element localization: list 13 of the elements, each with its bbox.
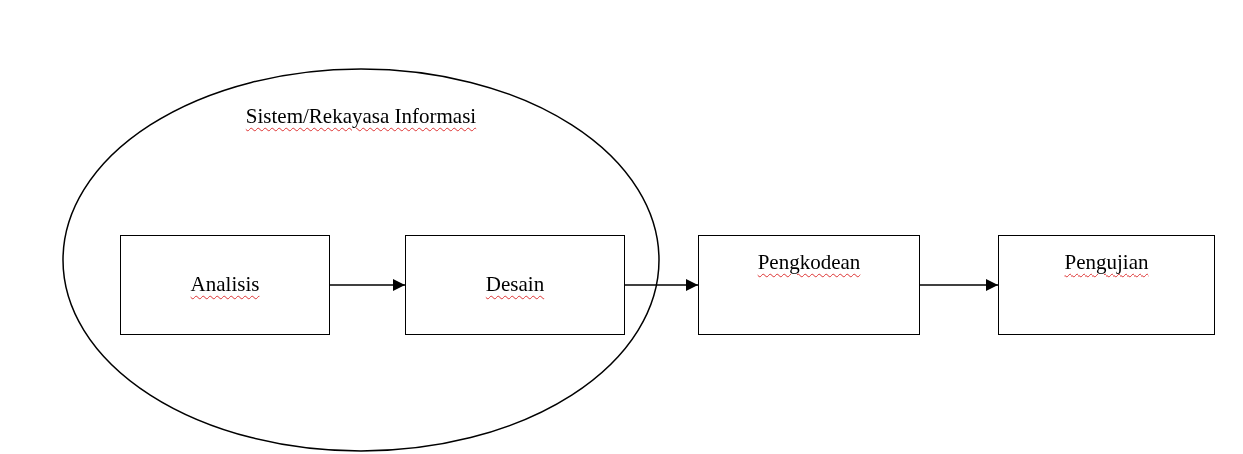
arrow bbox=[919, 279, 999, 291]
process-box bbox=[998, 235, 1215, 335]
arrow bbox=[624, 279, 699, 291]
group-title: Sistem/Rekayasa Informasi bbox=[245, 104, 477, 129]
process-box bbox=[120, 235, 330, 335]
arrow bbox=[329, 279, 406, 291]
ellipse-group bbox=[62, 68, 660, 452]
box-label: Pengujian bbox=[1064, 250, 1149, 275]
box-label: Pengkodean bbox=[757, 250, 861, 275]
box-label: Desain bbox=[485, 272, 545, 297]
process-box bbox=[405, 235, 625, 335]
box-label: Analisis bbox=[190, 272, 260, 297]
process-box bbox=[698, 235, 920, 335]
